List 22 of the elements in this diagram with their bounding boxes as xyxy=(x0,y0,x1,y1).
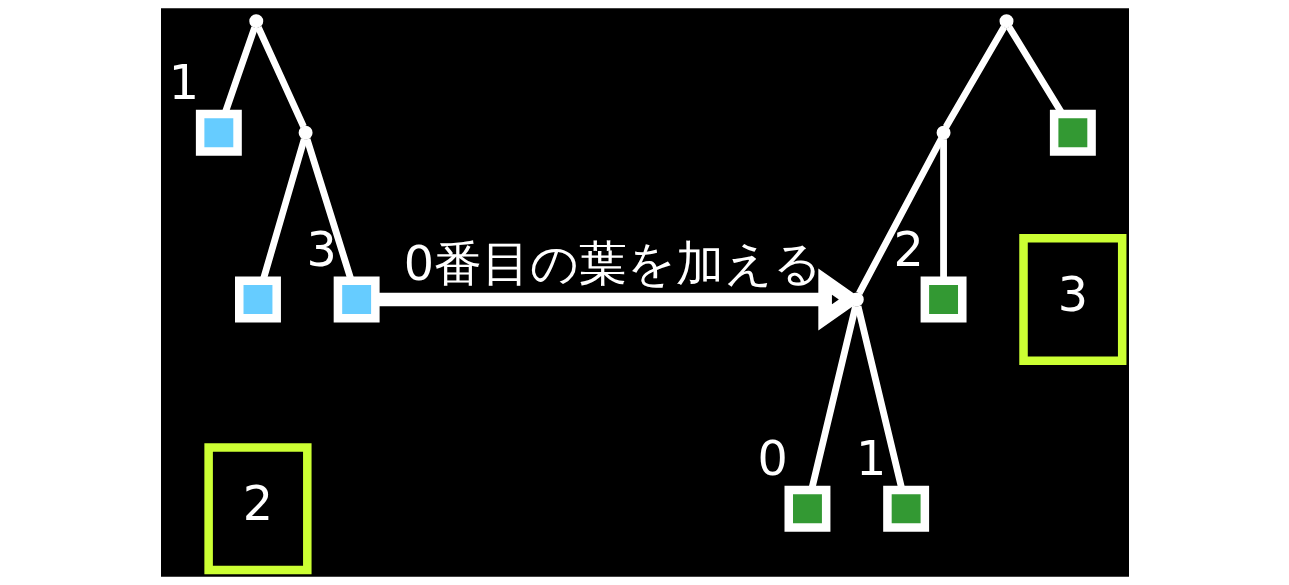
node-label: 1 xyxy=(168,55,199,111)
node-label: 2 xyxy=(893,222,924,278)
node-box xyxy=(920,276,967,323)
connector xyxy=(254,26,307,128)
node-box xyxy=(234,276,281,323)
node-point xyxy=(298,125,313,140)
node-box xyxy=(195,109,242,156)
node-box xyxy=(784,485,830,532)
connector xyxy=(855,136,944,295)
node-label: 1 xyxy=(855,431,886,487)
node-box: 3 xyxy=(1018,233,1126,365)
edge-label: 0番目の葉を加える xyxy=(403,235,822,291)
node-point xyxy=(999,14,1013,29)
node-label: 3 xyxy=(306,222,337,278)
node-box: 2 xyxy=(203,443,312,575)
node-point xyxy=(936,125,951,140)
node-point xyxy=(248,14,263,29)
node-box xyxy=(333,276,380,323)
node-box xyxy=(1049,109,1096,156)
node-box xyxy=(882,485,929,532)
node-label: 0 xyxy=(756,431,788,487)
connector xyxy=(942,25,1007,129)
